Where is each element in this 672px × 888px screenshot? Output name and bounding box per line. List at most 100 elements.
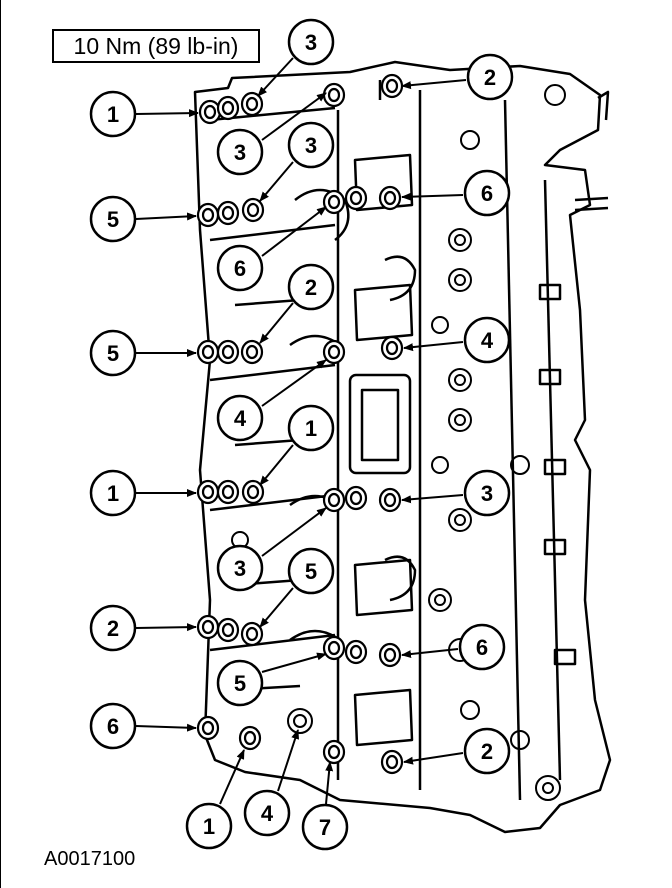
callout-circle <box>463 169 511 217</box>
leader-arrow <box>401 192 464 201</box>
bolt-sequence-callout: 6 <box>463 169 511 217</box>
leader-arrow <box>401 648 459 659</box>
callout-circle <box>89 90 137 138</box>
leader-arrow <box>135 109 199 118</box>
leader-arrow <box>261 507 327 557</box>
bolt-head <box>216 617 240 643</box>
leader-arrow <box>135 212 197 221</box>
callout-number: 4 <box>481 328 494 353</box>
callout-circle <box>243 789 291 837</box>
leader-arrow <box>259 587 294 628</box>
bolt-head <box>344 485 368 511</box>
callout-number: 3 <box>305 133 317 158</box>
bolt-head <box>238 725 262 751</box>
callout-circle <box>463 469 511 517</box>
callout-circle <box>89 469 137 517</box>
bolt-head <box>344 185 368 211</box>
callout-number: 6 <box>481 181 493 206</box>
figure-id-label: A0017100 <box>44 848 136 870</box>
callout-number: 1 <box>107 481 119 506</box>
leader-arrow <box>257 57 294 97</box>
callout-number: 6 <box>476 635 488 660</box>
leader-arrow <box>135 723 197 732</box>
callout-circle <box>89 195 137 243</box>
bolt-sequence-callout: 1 <box>287 404 335 452</box>
bolt-head <box>198 99 222 125</box>
bolt-sequence-callout: 6 <box>89 702 137 750</box>
callout-circle <box>301 803 349 851</box>
bolt-head <box>196 614 220 640</box>
callout-number: 5 <box>107 207 119 232</box>
leader-arrow <box>261 359 327 407</box>
bolt-head <box>322 82 346 108</box>
callout-number: 2 <box>305 275 317 300</box>
leader-arrow <box>403 752 464 765</box>
callout-circle <box>287 18 335 66</box>
leader-arrow <box>401 494 464 504</box>
bolt-sequence-callout: 6 <box>458 623 506 671</box>
callout-number: 5 <box>107 341 119 366</box>
bolt-sequence-callout: 2 <box>463 727 511 775</box>
bolt-head <box>380 749 404 775</box>
callout-number: 1 <box>107 102 119 127</box>
leader-arrow <box>401 79 467 90</box>
callout-circle <box>287 547 335 595</box>
bolt-head <box>196 479 220 505</box>
bolt-head <box>322 739 346 765</box>
callout-number: 2 <box>107 616 119 641</box>
callout-circle <box>463 727 511 775</box>
bolt-sequence-callout: 7 <box>301 803 349 851</box>
bolt-sequence-callout: 1 <box>89 90 137 138</box>
left-border-line <box>0 0 1 888</box>
leader-arrow <box>259 302 294 344</box>
bolt-head <box>344 639 368 665</box>
callout-number: 6 <box>234 256 246 281</box>
bolt-head <box>240 339 264 365</box>
bolt-head <box>380 335 404 361</box>
callout-number: 3 <box>234 140 246 165</box>
callout-number: 4 <box>234 406 247 431</box>
bolt-sequence-callout: 2 <box>466 53 514 101</box>
callout-number: 4 <box>261 801 274 826</box>
bolt-sequence-callout: 5 <box>216 659 264 707</box>
bolt-head <box>322 339 346 365</box>
bolt-sequence-callout: 1 <box>89 469 137 517</box>
callout-number: 5 <box>234 671 246 696</box>
callout-circle <box>287 404 335 452</box>
callout-number: 2 <box>484 65 496 90</box>
bolt-sequence-callout: 5 <box>287 547 335 595</box>
callout-circle <box>466 53 514 101</box>
bolt-sequence-callout: 5 <box>89 329 137 377</box>
callout-number: 2 <box>481 739 493 764</box>
callout-circle <box>458 623 506 671</box>
callout-number: 5 <box>305 559 317 584</box>
bolt-head <box>216 95 240 121</box>
torque-spec-box: 10 Nm (89 lb-in) <box>52 29 260 63</box>
bolt-sequence-callout: 1 <box>185 802 233 850</box>
bolt-head <box>378 185 402 211</box>
callout-circle <box>216 128 264 176</box>
callout-circle <box>287 263 335 311</box>
bolt-head <box>216 479 240 505</box>
callout-circle <box>287 121 335 169</box>
leader-arrow <box>277 729 299 792</box>
leader-arrow <box>135 623 197 632</box>
bolt-sequence-callout: 2 <box>89 604 137 652</box>
bolt-head <box>322 189 346 215</box>
bolt-head <box>240 91 264 117</box>
callout-circle <box>89 604 137 652</box>
callout-number: 1 <box>203 814 215 839</box>
bolt-sequence-callout: 3 <box>287 18 335 66</box>
bolt-head <box>378 642 402 668</box>
callout-circle <box>216 659 264 707</box>
bolt-sequence-callout: 5 <box>89 195 137 243</box>
bolt-heads <box>196 73 404 775</box>
callout-circle <box>216 544 264 592</box>
leader-arrows <box>135 57 467 805</box>
bolt-sequence-callout: 6 <box>216 244 264 292</box>
callout-number: 3 <box>234 556 246 581</box>
bolt-sequence-callout: 2 <box>287 263 335 311</box>
bolt-head <box>322 635 346 661</box>
